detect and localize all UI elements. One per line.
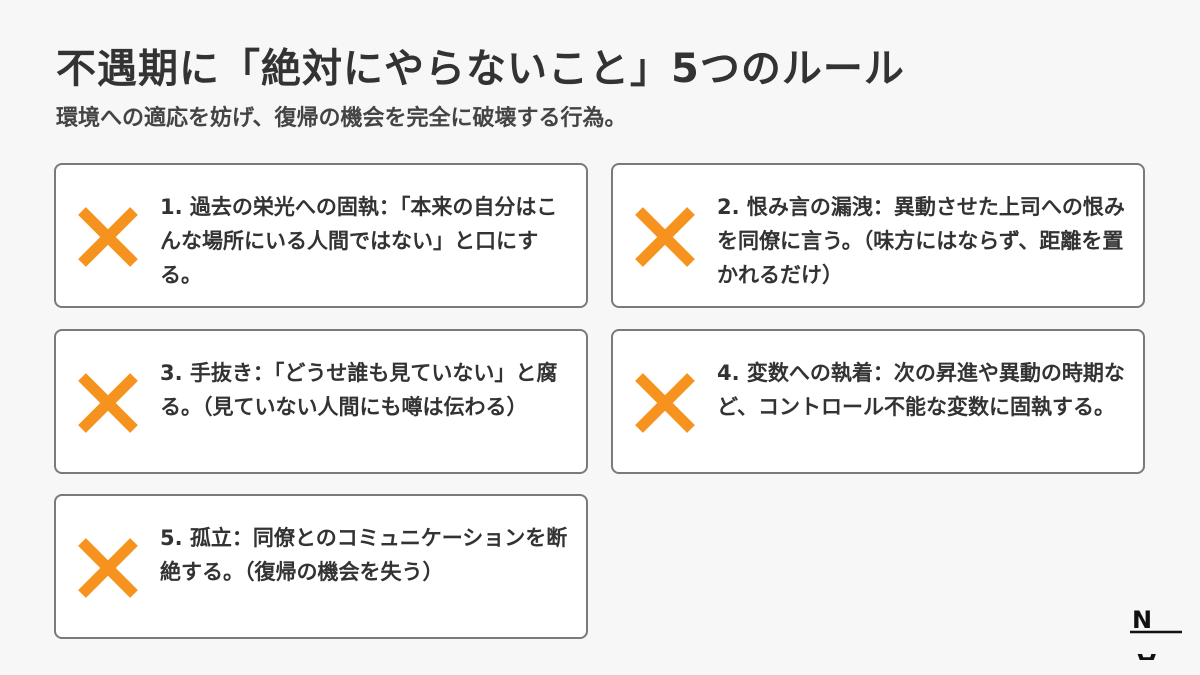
- cross-icon: [635, 207, 695, 267]
- cross-icon: [78, 207, 138, 267]
- rule-text: 4. 変数への執着：次の昇進や異動の時期など、コントロール不能な変数に固執する。: [717, 361, 1125, 419]
- rule-card-4: 4. 変数への執着：次の昇進や異動の時期など、コントロール不能な変数に固執する。: [611, 329, 1145, 474]
- rule-text: 2. 恨み言の漏洩：異動させた上司への恨みを同僚に言う。（味方にはならず、距離を…: [717, 195, 1125, 287]
- rule-card-3: 3. 手抜き：「どうせ誰も見ていない」と腐る。（見ていない人間にも噂は伝わる）: [54, 329, 588, 474]
- page-title: 不遇期に「絶対にやらないこと」5つのルール: [56, 46, 905, 92]
- cross-icon: [635, 373, 695, 433]
- logo-letter-top: N: [1132, 606, 1152, 634]
- brand-logo: N A: [1130, 606, 1182, 660]
- rule-text: 3. 手抜き：「どうせ誰も見ていない」と腐る。（見ていない人間にも噂は伝わる）: [160, 361, 558, 419]
- rule-card-1: 1. 過去の栄光への固執：「本来の自分はこんな場所にいる人間ではない」と口にする…: [54, 163, 588, 308]
- rule-card-2: 2. 恨み言の漏洩：異動させた上司への恨みを同僚に言う。（味方にはならず、距離を…: [611, 163, 1145, 308]
- page-subtitle: 環境への適応を妨げ、復帰の機会を完全に破壊する行為。: [56, 106, 627, 131]
- rule-text: 5. 孤立：同僚とのコミュニケーションを断絶する。（復帰の機会を失う）: [160, 526, 568, 584]
- rule-text: 1. 過去の栄光への固執：「本来の自分はこんな場所にいる人間ではない」と口にする…: [160, 195, 558, 287]
- logo-letter-bottom: A: [1137, 648, 1156, 660]
- cross-icon: [78, 373, 138, 433]
- cross-icon: [78, 538, 138, 598]
- rule-card-5: 5. 孤立：同僚とのコミュニケーションを断絶する。（復帰の機会を失う）: [54, 494, 588, 639]
